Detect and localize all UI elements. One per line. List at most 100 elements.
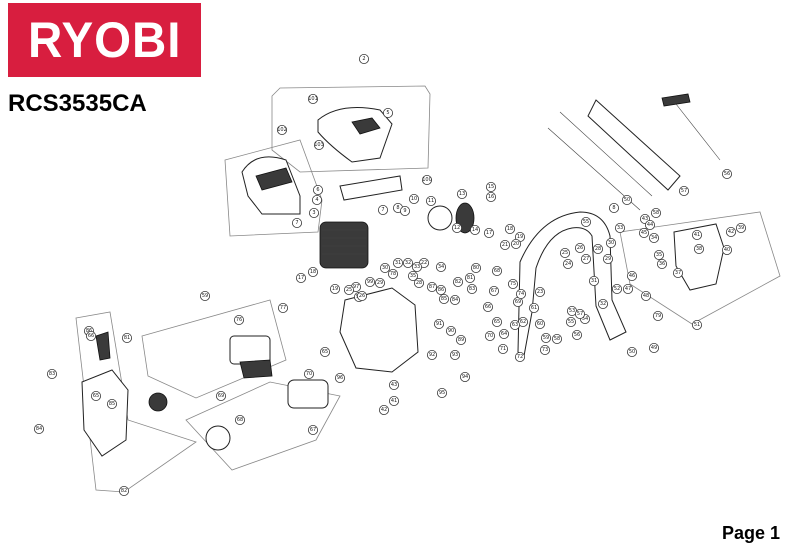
callout-label: 29 xyxy=(605,256,611,262)
callout-circle xyxy=(469,224,480,235)
starter-housing xyxy=(81,369,129,457)
callout-label: 4 xyxy=(315,197,318,203)
callout-circle xyxy=(334,372,345,383)
callout-75: 75 xyxy=(507,278,518,289)
callout-label: 86 xyxy=(86,328,92,334)
callout-100: 100 xyxy=(421,174,432,185)
callout-80: 80 xyxy=(470,262,481,273)
callout-3: 3 xyxy=(308,207,319,218)
callout-circle xyxy=(552,333,563,344)
callout-44: 44 xyxy=(645,219,656,230)
callout-94: 94 xyxy=(459,371,470,382)
callout-circle xyxy=(483,227,494,238)
callout-84: 84 xyxy=(34,423,45,434)
callout-label: 94 xyxy=(462,374,468,380)
callout-label: 44 xyxy=(647,222,653,228)
callout-label: 103 xyxy=(314,142,324,148)
callout-circle xyxy=(34,423,45,434)
callout-circle xyxy=(107,398,118,409)
callout-51: 51 xyxy=(692,319,703,330)
callout-label: 35 xyxy=(410,273,416,279)
callout-label: 25 xyxy=(562,250,568,256)
callout-label: 58 xyxy=(554,336,560,342)
callout-28: 28 xyxy=(593,243,604,254)
callout-label: 19 xyxy=(332,286,338,292)
callout-circle xyxy=(402,257,413,268)
callout-label: 8 xyxy=(612,205,615,211)
callout-circle xyxy=(303,368,314,379)
callout-circle xyxy=(609,202,620,213)
callout-circle xyxy=(654,249,665,260)
ryobi-logo: RYOBI xyxy=(8,3,201,77)
callout-label: 102 xyxy=(277,127,287,133)
callout-label: 50 xyxy=(629,349,635,355)
callout-label: 99 xyxy=(367,279,373,285)
callout-31: 31 xyxy=(589,275,600,286)
callout-label: 12 xyxy=(454,225,460,231)
callout-82: 82 xyxy=(119,485,130,496)
callout-label: 89 xyxy=(458,337,464,343)
callout-15: 15 xyxy=(485,181,496,192)
callout-circle xyxy=(488,285,499,296)
clutch-cover xyxy=(673,223,725,291)
callout-label: 62 xyxy=(520,319,526,325)
callout-label: 76 xyxy=(236,317,242,323)
callout-69: 69 xyxy=(215,390,226,401)
callout-label: 65 xyxy=(494,319,500,325)
callout-circle xyxy=(673,267,684,278)
callout-circle xyxy=(91,390,102,401)
callout-7: 7 xyxy=(377,204,388,215)
callout-circle xyxy=(639,227,650,238)
callout-circle xyxy=(382,108,393,119)
callout-16: 16 xyxy=(485,191,496,202)
callout-label: 84 xyxy=(36,426,42,432)
callout-circle xyxy=(199,290,210,301)
callout-label: 83 xyxy=(469,286,475,292)
callout-57: 57 xyxy=(575,308,586,319)
callout-41: 41 xyxy=(692,229,703,240)
callout-label: 28 xyxy=(595,246,601,252)
callout-71: 71 xyxy=(497,343,508,354)
callout-label: 101 xyxy=(308,96,318,102)
callout-label: 79 xyxy=(655,313,661,319)
callout-label: 58 xyxy=(653,210,659,216)
callout-label: 34 xyxy=(438,264,444,270)
callout-label: 73 xyxy=(542,347,548,353)
callout-circle xyxy=(507,278,518,289)
callout-circle xyxy=(358,54,369,65)
callout-circle xyxy=(413,277,424,288)
callout-label: 23 xyxy=(537,289,543,295)
callout-84: 84 xyxy=(449,294,460,305)
callout-42: 42 xyxy=(726,226,737,237)
callout-49: 49 xyxy=(649,342,660,353)
filter-cap xyxy=(205,425,231,451)
callout-circle xyxy=(307,424,318,435)
callout-circle xyxy=(541,332,552,343)
callout-87: 87 xyxy=(426,281,437,292)
callout-label: 8 xyxy=(396,205,399,211)
callout-label: 71 xyxy=(500,346,506,352)
callout-circle xyxy=(627,346,638,357)
callout-label: 91 xyxy=(436,321,442,327)
callout-35: 35 xyxy=(407,270,418,281)
callout-circle xyxy=(426,281,437,292)
callout-circle xyxy=(234,414,245,425)
callout-circle xyxy=(459,371,470,382)
callout-circle xyxy=(497,343,508,354)
callout-circle xyxy=(722,168,733,179)
callout-59: 59 xyxy=(199,290,210,301)
callout-circle xyxy=(641,290,652,301)
callout-label: 24 xyxy=(565,261,571,267)
callout-label: 37 xyxy=(675,270,681,276)
callout-label: 55 xyxy=(583,219,589,225)
callout-circle xyxy=(560,247,571,258)
callout-13: 13 xyxy=(456,188,467,199)
callout-circle xyxy=(535,318,546,329)
callout-label: 17 xyxy=(486,230,492,236)
callout-label: 21 xyxy=(502,242,508,248)
callout-label: 100 xyxy=(422,177,432,183)
callout-label: 95 xyxy=(439,390,445,396)
callout-label: 31 xyxy=(591,278,597,284)
callout-label: 33 xyxy=(414,264,420,270)
callout-46: 46 xyxy=(627,270,638,281)
